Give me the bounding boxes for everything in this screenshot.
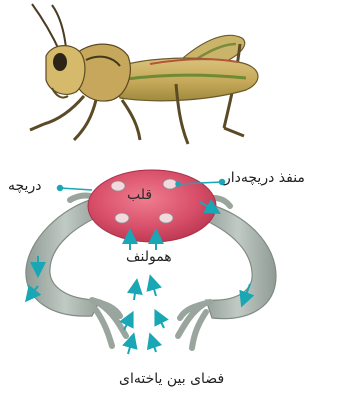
- arrow-up-4: [152, 282, 156, 296]
- front-leg-2: [74, 100, 96, 140]
- grasshopper-illustration: [30, 4, 258, 144]
- leader-valve: [60, 188, 92, 190]
- hind-leg-foot: [224, 128, 244, 136]
- ostium-4: [159, 213, 173, 223]
- label-hemolymph: همولنف: [126, 249, 172, 265]
- front-leg: [30, 96, 84, 130]
- ostium-2: [163, 179, 177, 189]
- arrow-up-3: [134, 286, 136, 300]
- label-valve-opening: منفذ دریچه‌دار: [224, 170, 305, 186]
- middle-leg: [122, 100, 140, 140]
- label-valve: دریچه: [8, 178, 41, 194]
- arrow-up-5: [124, 318, 130, 330]
- head: [46, 46, 85, 95]
- tissue-branches-right: [178, 302, 210, 348]
- arrow-up-6: [158, 316, 164, 328]
- label-heart: قلب: [127, 187, 152, 203]
- arrow-up-7: [128, 340, 132, 354]
- leader-valve-opening-start: [176, 182, 180, 186]
- label-intercellular-space: فضای بین یاخته‌ای: [119, 371, 224, 387]
- leader-valve-dot: [58, 186, 63, 191]
- ostium-3: [115, 213, 129, 223]
- heart: [88, 170, 216, 242]
- compound-eye: [53, 53, 67, 71]
- ostium-1: [111, 181, 125, 191]
- arrow-up-8: [152, 340, 156, 352]
